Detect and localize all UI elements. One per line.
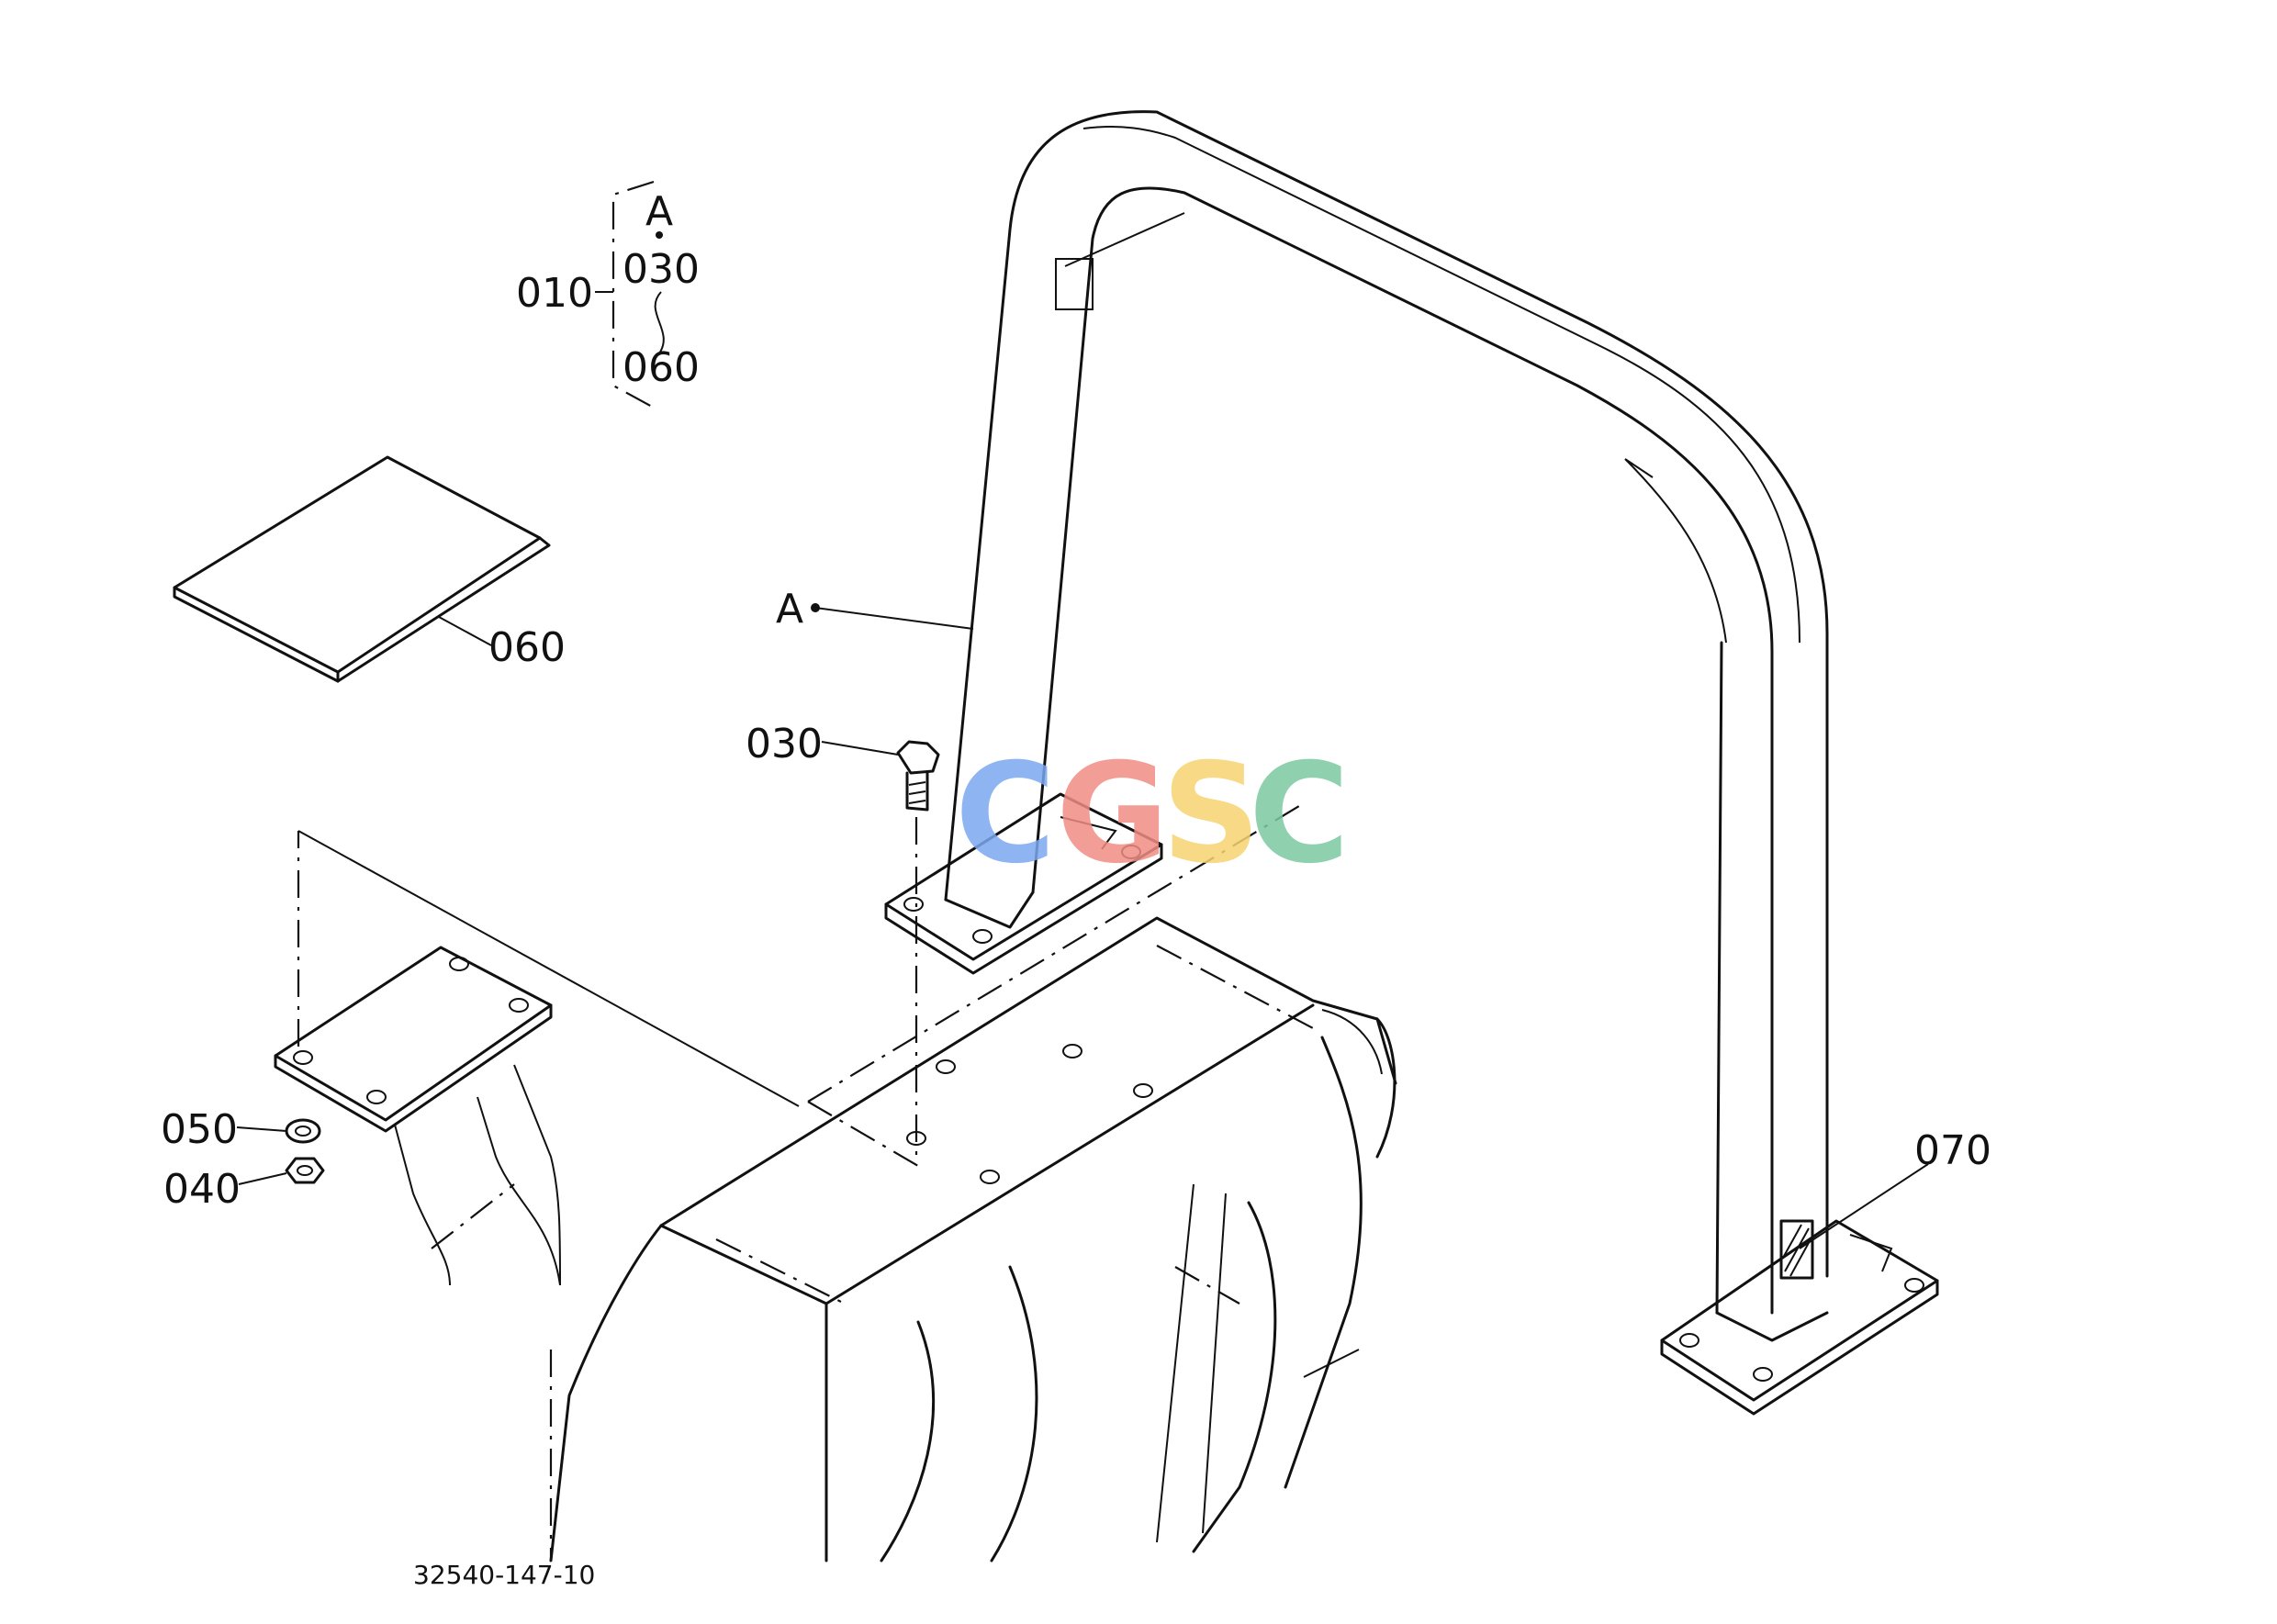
watermark-letter-c1: C	[955, 734, 1056, 894]
callout-050: 050	[161, 1106, 238, 1153]
rops-left-base-plate	[884, 792, 1163, 975]
callout-010: 010	[516, 270, 593, 317]
watermark-letter-s: S	[1161, 734, 1261, 894]
operator-manual-060	[173, 455, 551, 683]
callout-060: 060	[488, 624, 566, 671]
rops-frame-a	[944, 110, 1829, 1342]
bolt-030	[821, 740, 940, 1157]
nut-040	[238, 1157, 325, 1185]
mounting-bracket	[274, 830, 800, 1286]
washer-050	[236, 1118, 321, 1144]
watermark-letter-g: G	[1056, 734, 1169, 894]
callout-070: 070	[1914, 1127, 1991, 1174]
rops-right-base-plate	[1660, 1219, 1939, 1416]
leader-a	[811, 603, 974, 630]
callout-a: A	[776, 586, 803, 633]
assembly-bracket-010	[595, 180, 665, 409]
bracket-label-060: 060	[623, 344, 700, 391]
bracket-label-030: 030	[623, 246, 700, 293]
cgsc-watermark: C G S C	[955, 734, 1350, 894]
bracket-label-a: A	[645, 188, 673, 235]
document-number: 32540-147-10	[413, 1560, 595, 1590]
callout-040: 040	[163, 1166, 241, 1213]
tractor-body-outline	[549, 802, 1397, 1562]
watermark-letter-c2: C	[1249, 734, 1350, 894]
label-plate-070	[1779, 1163, 1929, 1280]
callout-030: 030	[746, 721, 823, 767]
